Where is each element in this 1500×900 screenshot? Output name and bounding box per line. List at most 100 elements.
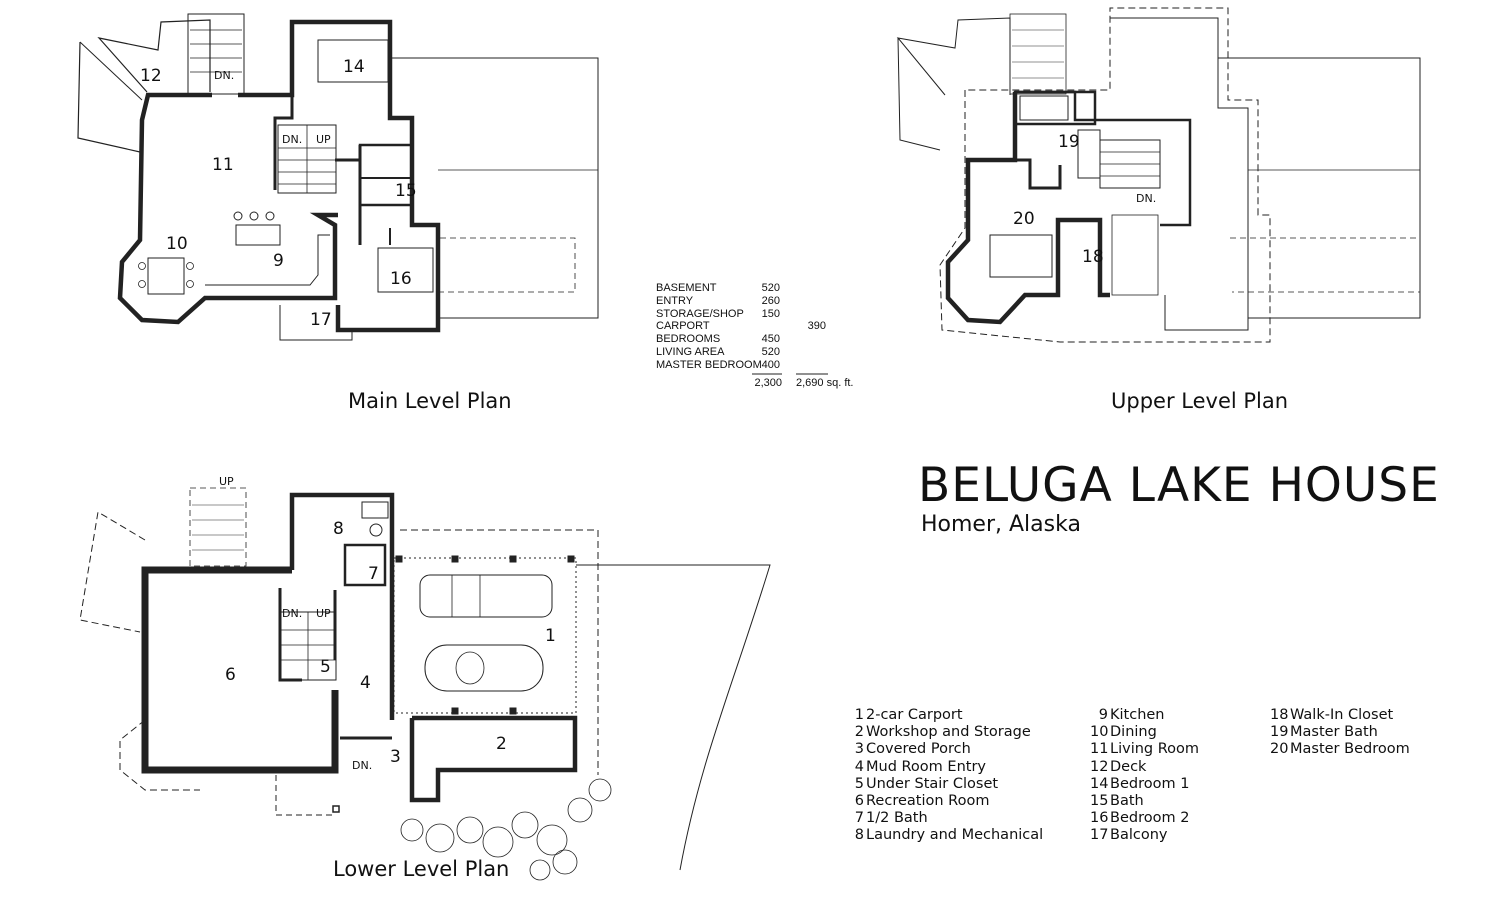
label-dn-upper-stair: DN. <box>1136 192 1156 205</box>
deck-outline-lower <box>77 41 141 153</box>
label-dn-porch: DN. <box>352 759 372 772</box>
area-name: BEDROOMS <box>656 333 721 346</box>
room-number-17: 17 <box>310 310 332 330</box>
upper-dashed-footprint <box>939 7 1271 343</box>
legend-label: Deck <box>1110 758 1147 775</box>
area-table: BASEMENT 520 ENTRY 260 STORAGE/SHOP 150 … <box>656 282 876 391</box>
carport-roof-outline <box>390 57 599 319</box>
legend-label: Laundry and Mechanical <box>866 827 1044 844</box>
room-number-16: 16 <box>390 269 412 289</box>
room-number-9: 9 <box>273 251 284 271</box>
legend-label: Master Bath <box>1290 724 1378 741</box>
area-row: BASEMENT 520 <box>656 282 876 295</box>
main-wall-upper <box>238 19 441 333</box>
area-value: 520 <box>761 282 780 294</box>
project-location: Homer, Alaska <box>921 512 1081 537</box>
area-name: LIVING AREA <box>656 345 725 358</box>
legend-label: Living Room <box>1110 741 1200 758</box>
room-number-11: 11 <box>212 155 234 175</box>
legend-label: Under Stair Closet <box>866 775 999 792</box>
area-row: ENTRY 260 <box>656 295 876 308</box>
label-up-main-stair: UP <box>316 133 331 146</box>
room-number-14: 14 <box>343 57 365 77</box>
legend-label: Recreation Room <box>866 792 990 809</box>
area-value: 260 <box>761 294 780 307</box>
legend-label: Master Bedroom <box>1290 741 1410 758</box>
room-number-4: 4 <box>360 673 371 693</box>
area-row: MASTER BEDROOM 400 <box>656 359 876 372</box>
main-level-plan <box>77 13 599 341</box>
area-name: CARPORT <box>656 320 710 333</box>
legend-number: 20 <box>1270 741 1289 758</box>
area-row: CARPORT 390 <box>656 320 876 333</box>
lower-level-plan <box>79 487 771 881</box>
legend-number: 11 <box>1090 741 1109 758</box>
room-number-2: 2 <box>496 734 507 754</box>
area-value: 400 <box>761 358 780 371</box>
workshop-wall <box>409 715 578 803</box>
area-name: ENTRY <box>656 294 694 307</box>
legend-number: 8 <box>854 827 864 844</box>
legend-label: Covered Porch <box>866 741 971 758</box>
label-up-lower-deck: UP <box>219 475 234 488</box>
legend-number: 5 <box>854 775 864 792</box>
legend-number: 2 <box>854 724 864 741</box>
area-name: STORAGE/SHOP <box>656 307 744 320</box>
area-extra: 390 <box>807 320 826 333</box>
area-total-with-carport: 2,690 sq. ft. <box>796 376 854 389</box>
lower-wall-laundry <box>289 492 395 720</box>
area-total-rule <box>752 373 828 375</box>
legend-number: 6 <box>854 792 864 809</box>
legend-number: 17 <box>1090 827 1109 844</box>
legend-label: Bath <box>1110 792 1144 809</box>
legend-number: 15 <box>1090 792 1109 809</box>
legend-label: Workshop and Storage <box>866 724 1031 741</box>
legend-label: Balcony <box>1110 827 1168 844</box>
area-name: MASTER BEDROOM <box>656 358 762 371</box>
label-up-lower-stair: UP <box>316 607 331 620</box>
area-row: LIVING AREA 520 <box>656 346 876 359</box>
upper-roof-outline <box>1110 17 1249 331</box>
label-dn-lower-stair: DN. <box>282 607 302 620</box>
legend-number: 9 <box>1098 707 1108 723</box>
room-number-15: 15 <box>395 181 417 201</box>
area-name: BASEMENT <box>656 282 717 294</box>
main-exterior-wall <box>117 92 338 325</box>
legend-label: Bedroom 1 <box>1110 775 1190 792</box>
label-dn-main-deck: DN. <box>214 69 234 82</box>
room-number-5: 5 <box>320 657 331 677</box>
upper-wall-bath <box>1015 90 1192 227</box>
area-row: BEDROOMS 450 <box>656 333 876 346</box>
deck-outline <box>97 19 211 93</box>
area-value: 450 <box>761 333 780 346</box>
truck-outline <box>419 574 553 618</box>
room-number-6: 6 <box>225 665 236 685</box>
legend-label: Walk-In Closet <box>1290 707 1394 723</box>
legend-number: 4 <box>854 758 864 775</box>
main-level-plan-title: Main Level Plan <box>348 389 512 413</box>
legend-number: 10 <box>1090 724 1109 741</box>
carport-slab <box>393 557 577 714</box>
legend-label: Mud Room Entry <box>866 758 986 775</box>
room-number-1: 1 <box>545 626 556 646</box>
balcony-outline <box>279 305 353 341</box>
legend-label: 2-car Carport <box>866 707 963 723</box>
project-title: BELUGA LAKE HOUSE <box>918 458 1440 513</box>
legend-number: 14 <box>1090 775 1109 792</box>
room-number-8: 8 <box>333 519 344 539</box>
deck-outline-inner <box>79 41 143 101</box>
room-number-19: 19 <box>1058 132 1080 152</box>
legend-number: 12 <box>1090 758 1109 775</box>
upper-level-plan-title: Upper Level Plan <box>1111 389 1289 413</box>
lower-recreation-wall <box>141 566 339 774</box>
